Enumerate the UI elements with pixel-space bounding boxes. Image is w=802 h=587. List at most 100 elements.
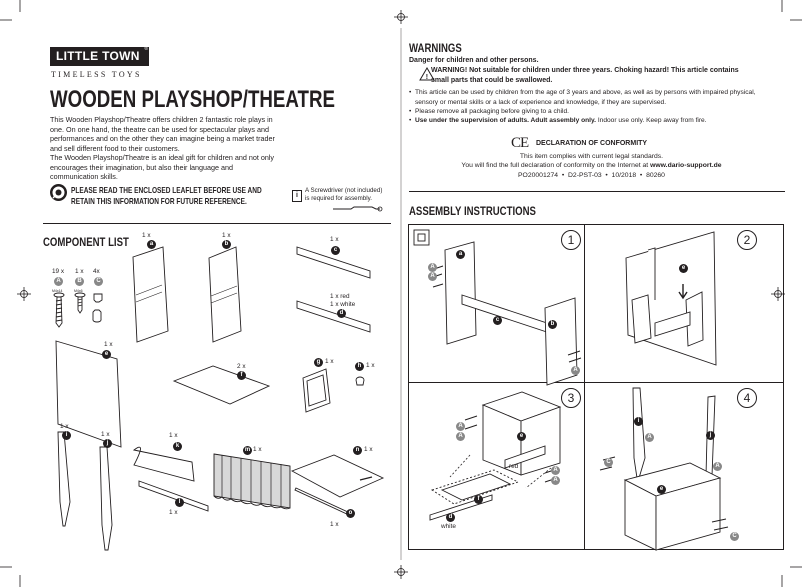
conformity-line-2-text: You will find the full declaration of co… [461, 162, 651, 169]
warning-bullet-2: Please remove all packaging before givin… [409, 107, 760, 117]
step4-badge-a1: A [645, 433, 654, 442]
choking-warning-line-2: small parts that could be swallowed. [431, 77, 553, 84]
part-l-qty: 1 x [169, 509, 178, 516]
step-1-number: 1 [561, 230, 581, 250]
step1-badge-a1: A [428, 263, 437, 272]
step4-badge-c2: C [730, 532, 739, 541]
warning-bullet-3: Use under the supervision of adults. Adu… [409, 116, 775, 126]
warning-bullet-3-rest: Indoor use only. Keep away from fire. [596, 117, 707, 124]
hardware-a-qty: 19 x [52, 268, 65, 275]
part-i-qty: 1 x [60, 423, 69, 430]
part-h-badge: h [355, 362, 364, 371]
step3-label-white: white [441, 523, 456, 530]
conformity-line-2: You will find the full declaration of co… [409, 162, 774, 169]
part-g-badge: g [314, 358, 323, 367]
right-divider [409, 191, 785, 192]
tool-note-line-2: is required for assembly. [305, 194, 372, 202]
warnings-danger: Danger for children and other persons. [409, 57, 539, 64]
svg-text:!: ! [426, 74, 428, 81]
tool-note-line-1: A Screwdriver (not included) [305, 187, 383, 194]
part-f-badge: f [237, 371, 246, 380]
part-o-qty: 1 x [330, 521, 339, 528]
part-n-badge: n [353, 446, 362, 455]
warning-bullet-3-bold: Use under the supervision of adults. Adu… [415, 117, 596, 124]
part-c-rail [296, 246, 371, 279]
hardware-c-qty: 4x [93, 268, 100, 275]
part-e-badge: e [102, 350, 111, 359]
conformity-line-1: This item complies with current legal st… [519, 153, 664, 160]
grid-vertical-divider [584, 225, 585, 549]
hardware-c-badge: C [94, 277, 103, 286]
hardware-a-code: M4x14 [52, 289, 63, 293]
hardware-b-qty: 1 x [75, 268, 84, 275]
step4-badge-c1: C [604, 458, 613, 467]
part-n-qty: 1 x [364, 446, 373, 453]
part-k-badge: k [173, 442, 182, 451]
ce-mark: CE [511, 135, 529, 151]
part-d-badge: d [337, 309, 346, 318]
part-l-badge: l [175, 498, 184, 507]
step1-badge-a: a [456, 250, 465, 259]
step1-badge-c: c [493, 316, 502, 325]
conformity-heading: DECLARATION OF CONFORMITY [536, 140, 648, 147]
left-divider [43, 223, 391, 224]
part-h-qty: 1 x [366, 362, 375, 369]
part-g-qty: 1 x [325, 358, 334, 365]
part-a-badge: a [147, 240, 156, 249]
component-list-heading: COMPONENT LIST [43, 235, 129, 249]
part-m-qty: 1 x [253, 446, 262, 453]
part-d-rail [296, 300, 371, 333]
conformity-url[interactable]: www.dario-support.de [650, 162, 722, 169]
part-a-qty: 1 x [142, 232, 151, 239]
logo-text: LITTLE TOWN [56, 49, 140, 63]
read-leaflet-notice: PLEASE READ THE ENCLOSED LEAFLET BEFORE … [71, 185, 262, 206]
brand-tagline: TIMELESS TOYS [51, 70, 142, 79]
step-3-number: 3 [561, 388, 581, 408]
part-j-badge: j [103, 439, 112, 448]
intro-paragraph-1: This Wooden Playshop/Theatre offers chil… [50, 115, 275, 153]
step3-badge-a4: A [551, 476, 560, 485]
step4-badge-i: i [634, 417, 643, 426]
part-f-shelf [172, 365, 271, 405]
part-b-badge: b [222, 240, 231, 249]
step2-badge-e: e [679, 264, 688, 273]
conformity-codes: PO20001274 • D2-PST-03 • 10/2018 • 80260 [518, 172, 665, 179]
part-j-qty: 1 x [101, 431, 110, 438]
warnings-heading: WARNINGS [409, 41, 462, 55]
choking-warning-line-1: WARNING! Not suitable for children under… [431, 67, 739, 74]
logo-registered-mark: ® [144, 46, 148, 52]
part-o-badge: o [346, 509, 355, 518]
hardware-b-badge: B [75, 277, 84, 286]
step4-badge-j: j [706, 431, 715, 440]
step3-badge-a3: A [551, 466, 560, 475]
assembly-heading: ASSEMBLY INSTRUCTIONS [409, 204, 536, 218]
part-b-qty: 1 x [222, 232, 231, 239]
page-title: WOODEN PLAYSHOP/THEATRE [50, 86, 335, 113]
hardware-a-badge: A [54, 277, 63, 286]
part-e-panel [55, 340, 122, 448]
part-m-badge: m [243, 446, 252, 455]
step3-badge-d: d [446, 513, 455, 522]
part-f-qty: 2 x [237, 363, 246, 370]
step-2-number: 2 [737, 230, 757, 250]
part-k-arch [132, 446, 195, 482]
step4-badge-e: e [657, 485, 666, 494]
part-l-bar [138, 480, 209, 512]
assembly-grid [408, 224, 784, 550]
step1-badge-b: b [548, 320, 557, 329]
part-b-panel [208, 246, 242, 343]
hardware-b-code: M4x6 [74, 289, 83, 293]
step3-badge-a2: A [456, 432, 465, 441]
step3-badge-a1: A [456, 422, 465, 431]
step3-label-red: red [509, 463, 519, 470]
part-e-qty: 1 x [104, 341, 113, 348]
grid-horizontal-divider [409, 382, 783, 383]
step3-badge-f: f [474, 495, 483, 504]
part-i-badge: i [62, 431, 71, 440]
part-k-qty: 1 x [169, 432, 178, 439]
